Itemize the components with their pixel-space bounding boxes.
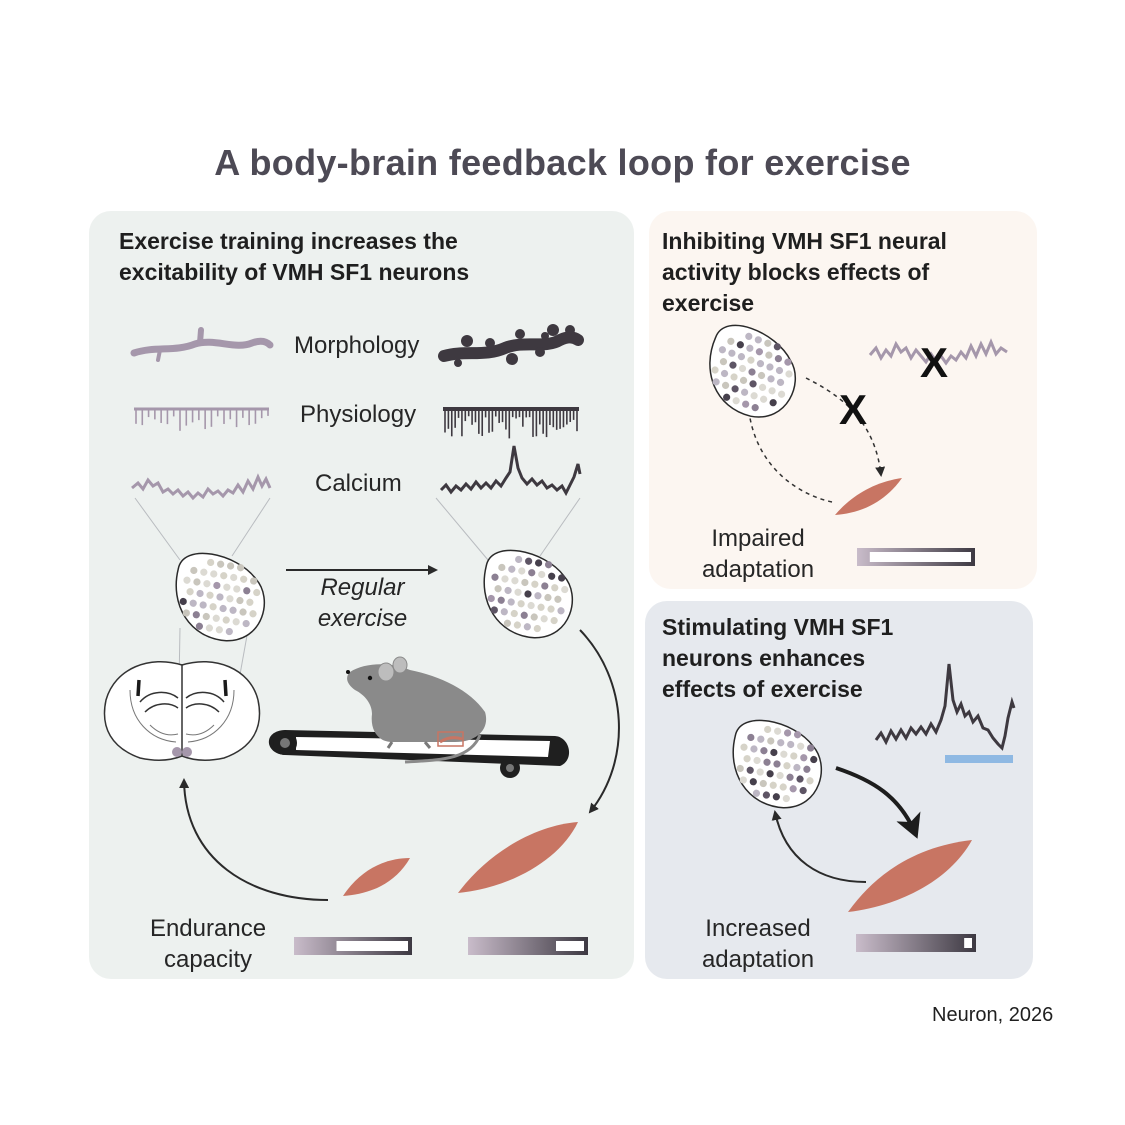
inhibited-calcium-trace: [868, 338, 1008, 366]
panel-stimulation: [645, 601, 1033, 979]
vmh-cluster-stimulated: [732, 719, 822, 809]
stimulation-arrow: [835, 766, 921, 839]
left-title-line-1: Exercise training increases the: [119, 228, 458, 254]
brain-ventricles: [136, 679, 228, 697]
br-title-line-1: Stimulating VMH SF1: [662, 614, 894, 640]
vmh-cluster-after: [483, 549, 573, 639]
dendrite-before: [130, 337, 274, 357]
endurance-capacity-label: Endurance capacity: [138, 913, 278, 975]
calcium-trace-before: [131, 473, 272, 501]
endurance-line-2: capacity: [163, 946, 253, 973]
block-mark-trace: X: [920, 339, 948, 386]
vmh-cluster-before: [175, 552, 265, 642]
dendrite-after: [438, 331, 584, 362]
vmh-region-marks: [172, 747, 192, 757]
muscle-br: [848, 840, 972, 912]
block-mark-pathway: X: [839, 386, 867, 433]
muscle-tr: [835, 478, 902, 515]
muscle-small: [343, 858, 410, 896]
inhibited-signal-arrow: [805, 377, 886, 477]
top-right-panel-title: Inhibiting VMH SF1 neural activity block…: [662, 226, 947, 319]
brain-section: [103, 661, 261, 761]
endurance-line-1: Endurance: [149, 915, 267, 942]
regular-exercise-line-2: exercise: [317, 605, 408, 632]
label-physiology: Physiology: [300, 401, 417, 428]
muscle-large: [458, 822, 578, 893]
left-title-line-2: excitability of VMH SF1 neurons: [119, 259, 470, 285]
label-calcium: Calcium: [315, 470, 402, 497]
increased-adaptation-label: Increased adaptation: [688, 913, 828, 975]
feedback-dashed-arrow: [749, 417, 833, 503]
impaired-line-1: Impaired: [711, 525, 805, 552]
regular-exercise-line-1: Regular: [320, 574, 405, 601]
outcome-bars: [294, 548, 976, 955]
calcium-trace-after: [439, 445, 582, 497]
physiology-after-spikes: [444, 409, 578, 439]
citation-credit: Neuron, 2026: [932, 1004, 1054, 1026]
tr-title-line-1: Inhibiting VMH SF1 neural: [662, 228, 947, 254]
dendrite-before-spine-1: [197, 327, 204, 346]
tr-title-line-2: activity blocks effects of: [662, 259, 930, 285]
dendrite-before-spine-2: [156, 348, 162, 362]
treadmill: [268, 730, 570, 778]
label-morphology: Morphology: [294, 332, 420, 359]
impaired-adaptation-label: Impaired adaptation: [688, 523, 828, 585]
panel-inhibition: [649, 211, 1037, 589]
left-panel-title: Exercise training increases the excitabi…: [119, 226, 469, 288]
br-title-line-3: effects of exercise: [662, 676, 863, 702]
neuron-to-muscle-arrow: [579, 629, 620, 814]
vmh-cluster-inhibited: [709, 324, 796, 418]
increased-line-2: adaptation: [701, 946, 815, 973]
stimulated-calcium-trace: [874, 663, 1016, 751]
mouse: [346, 656, 487, 764]
regular-exercise-label: Regular exercise: [300, 572, 425, 634]
figure-title: A body-brain feedback loop for exercise: [214, 142, 911, 183]
br-title-line-2: neurons enhances: [662, 645, 866, 671]
tr-title-line-3: exercise: [662, 290, 755, 316]
dendrite-after-spines: [454, 324, 575, 367]
stimulation-bar: [945, 755, 1013, 763]
physiology-before-spikes: [135, 409, 269, 431]
bottom-right-panel-title: Stimulating VMH SF1 neurons enhances eff…: [662, 612, 893, 705]
feedback-arrow-left: [179, 778, 329, 901]
increased-line-1: Increased: [705, 915, 811, 942]
feedback-arrow-right: [771, 810, 867, 883]
impaired-line-2: adaptation: [701, 556, 815, 583]
